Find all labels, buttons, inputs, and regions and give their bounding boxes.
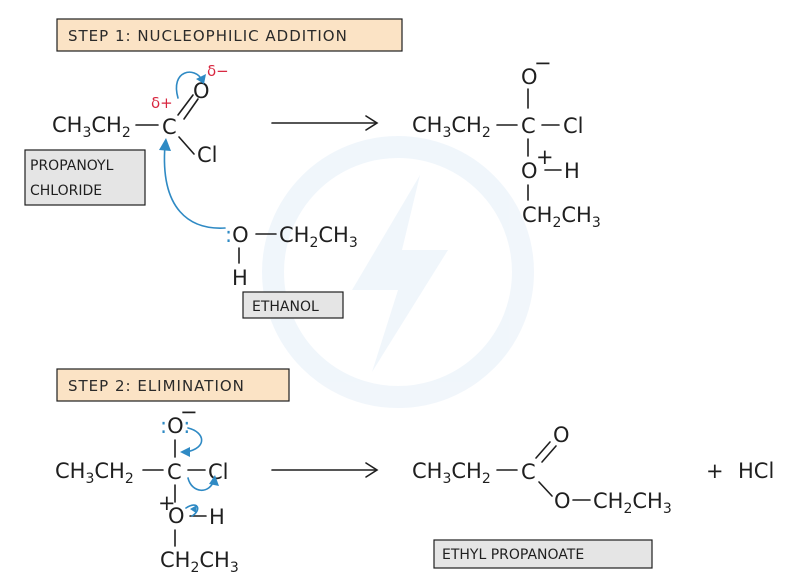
curly-arrows-step-2 xyxy=(180,427,219,517)
curly-arrow-pi-bond-to-oxygen xyxy=(175,71,206,99)
svg-text:CH2CH3: CH2CH3 xyxy=(522,203,601,231)
svg-text:CHLORIDE: CHLORIDE xyxy=(30,183,102,199)
svg-text:CH2CH3: CH2CH3 xyxy=(160,548,239,576)
carbonyl-carbon: C xyxy=(162,115,177,139)
ethyl-propanoate-structure: CH3CH2 C O O CH2CH3 xyxy=(412,423,672,517)
propanoyl-chloride-structure: CH3CH2 C O δ− δ+ Cl xyxy=(52,62,229,167)
svg-text:O: O xyxy=(521,65,538,89)
ethanol-structure: :O CH2CH3 H xyxy=(225,223,358,290)
step-2-intermediate-structure: :O: − CH3CH2 C Cl O + H CH2CH3 xyxy=(55,400,239,576)
step-2-header: STEP 2: ELIMINATION xyxy=(56,368,290,402)
delta-plus-charge: δ+ xyxy=(151,94,173,112)
svg-text:C: C xyxy=(521,460,536,484)
svg-text:H: H xyxy=(209,505,225,529)
propanoyl-chloride-label: PROPANOYL CHLORIDE xyxy=(24,149,146,206)
step-1-title: STEP 1: NUCLEOPHILIC ADDITION xyxy=(68,27,348,45)
svg-text:CH3CH2: CH3CH2 xyxy=(412,459,491,487)
svg-text:Cl: Cl xyxy=(208,460,229,484)
tetrahedral-intermediate-structure: O − CH3CH2 C Cl O + H CH2CH3 xyxy=(412,51,601,231)
svg-text:O: O xyxy=(193,79,210,103)
svg-text:CH3CH2: CH3CH2 xyxy=(55,459,134,487)
ethyl-propanoate-label: ETHYL PROPANOATE xyxy=(433,539,653,569)
svg-text:O: O xyxy=(168,504,185,528)
svg-text:−: − xyxy=(180,400,198,424)
svg-text::O: :O xyxy=(225,223,249,247)
reaction-arrow-2 xyxy=(271,462,379,478)
svg-text:+: + xyxy=(158,491,176,515)
lone-pair-icon: : xyxy=(160,414,167,438)
svg-text:H: H xyxy=(564,159,580,183)
svg-text:C: C xyxy=(521,114,536,138)
curly-arrow-lone-pair-to-carbon xyxy=(159,138,226,229)
svg-text:Cl: Cl xyxy=(197,143,218,167)
svg-text:ETHANOL: ETHANOL xyxy=(252,299,319,315)
svg-text:CH2CH3: CH2CH3 xyxy=(279,223,358,251)
plus-sign: + xyxy=(706,459,724,483)
svg-text::O:: :O: xyxy=(160,414,190,438)
lone-pair-icon: : xyxy=(225,223,232,247)
svg-text:CH2CH3: CH2CH3 xyxy=(593,489,672,517)
svg-text:−: − xyxy=(534,51,552,75)
ethanol-label: ETHANOL xyxy=(242,291,344,319)
svg-text:O: O xyxy=(554,489,571,513)
step-2-title: STEP 2: ELIMINATION xyxy=(68,377,245,395)
svg-text:C: C xyxy=(167,460,182,484)
svg-text:+: + xyxy=(536,145,554,169)
svg-text:O: O xyxy=(553,423,570,447)
step-1-header: STEP 1: NUCLEOPHILIC ADDITION xyxy=(56,18,403,52)
svg-text:PROPANOYL: PROPANOYL xyxy=(30,158,114,174)
svg-text:O: O xyxy=(521,159,538,183)
delta-minus-charge: δ− xyxy=(207,62,229,80)
lightning-bolt-watermark-icon xyxy=(262,136,534,408)
svg-text:ETHYL PROPANOATE: ETHYL PROPANOATE xyxy=(442,547,584,563)
svg-text:CH3CH2: CH3CH2 xyxy=(52,113,131,141)
svg-text:CH3CH2: CH3CH2 xyxy=(412,113,491,141)
svg-text:H: H xyxy=(232,266,248,290)
reaction-arrow-1 xyxy=(271,115,379,131)
hcl-product: HCl xyxy=(738,459,774,483)
svg-text:Cl: Cl xyxy=(563,114,584,138)
